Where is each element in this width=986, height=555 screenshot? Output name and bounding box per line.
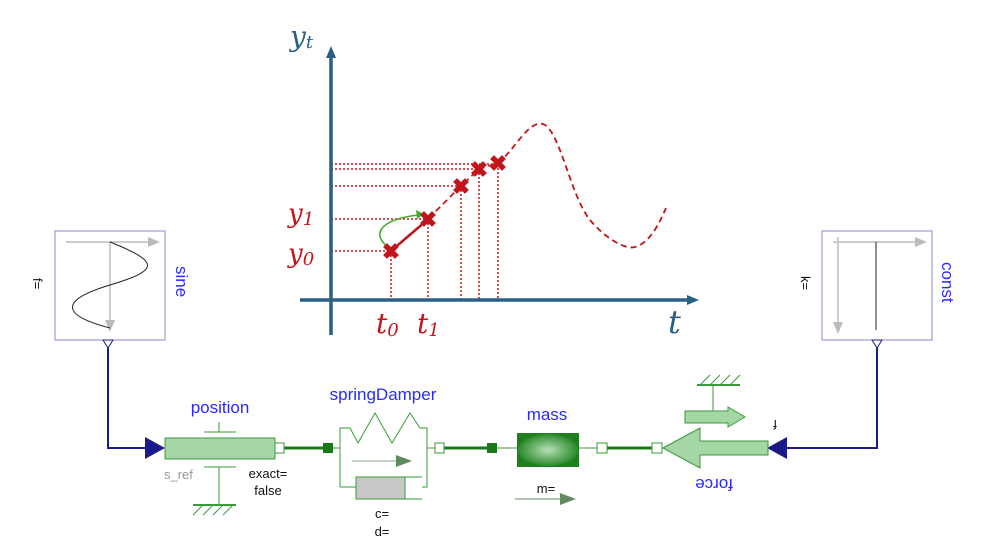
force-input-label: f [773, 417, 777, 432]
signal-connections[interactable] [107, 348, 878, 449]
mass-flange-a[interactable] [487, 443, 497, 453]
spring-damper-flange-b[interactable] [434, 442, 445, 454]
mass-param: m= [537, 481, 555, 496]
x-axis-label: t [668, 303, 681, 341]
tangent-line [390, 220, 427, 252]
force-flange[interactable] [651, 442, 663, 454]
spring-damper-label: springDamper [330, 385, 437, 404]
illustration-chart: ✖ ✖ ✖ ✖ ✖ yt t y0 y1 t0 t1 [287, 20, 699, 341]
step-arrow [378, 214, 419, 248]
mass-block[interactable]: mass m= [487, 405, 608, 505]
position-input-label: s_ref [164, 467, 193, 482]
marker-2: ✖ [452, 174, 470, 199]
axes [300, 55, 690, 335]
position-flange[interactable] [274, 442, 285, 454]
sine-param: f= [30, 278, 45, 289]
mass-label: mass [527, 405, 568, 424]
spring-damper-param-c: c= [375, 506, 389, 521]
sample-markers: ✖ ✖ ✖ ✖ ✖ [382, 151, 507, 264]
position-block[interactable]: position s_ref exact= false [164, 398, 288, 516]
spring-damper-param-d: d= [375, 524, 390, 539]
const-block[interactable]: k= const [798, 230, 957, 349]
marker-4: ✖ [489, 151, 507, 176]
t1-label: t1 [417, 307, 440, 341]
y-axis-label: yt [288, 20, 314, 53]
sine-block[interactable]: f= sine [30, 230, 191, 349]
spring-damper-block[interactable]: springDamper c= d= [323, 385, 445, 539]
const-label: const [938, 262, 957, 303]
force-block[interactable]: force f [651, 374, 777, 494]
marker-0: ✖ [382, 239, 400, 264]
force-label: force [695, 475, 733, 494]
force-input-arrow [767, 437, 787, 459]
sine-label: sine [172, 266, 191, 297]
position-param-exact: exact= [249, 466, 288, 481]
position-param-value: false [254, 483, 281, 498]
dashed-curve [390, 122, 667, 252]
marker-1: ✖ [419, 207, 437, 232]
position-label: position [191, 398, 250, 417]
marker-3: ✖ [470, 157, 488, 182]
y1-label: y1 [287, 199, 314, 230]
spring-damper-flange-a[interactable] [323, 443, 333, 453]
position-input-arrow [145, 437, 165, 459]
guide-lines [331, 163, 499, 300]
mass-flange-b[interactable] [596, 442, 608, 454]
y0-label: y0 [287, 239, 314, 270]
const-param: k= [798, 276, 813, 290]
t0-label: t0 [376, 307, 399, 341]
